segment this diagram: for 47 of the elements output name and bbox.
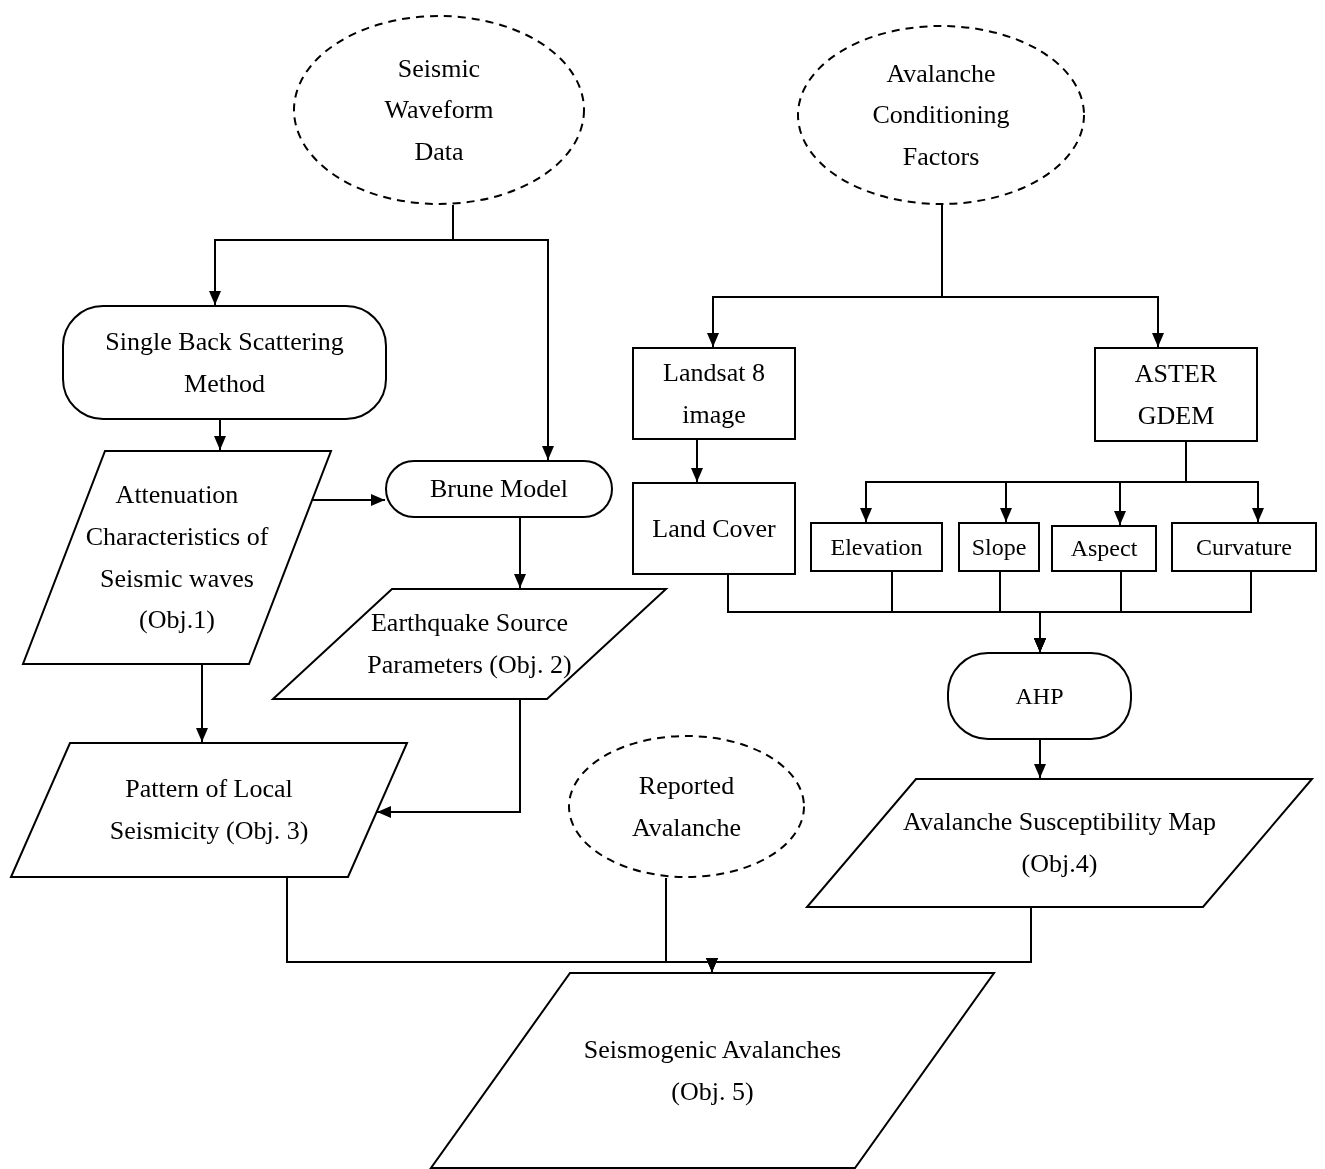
node-label: Slope [971,532,1027,562]
node-label: Curvature [1196,532,1292,562]
process-box [1051,525,1157,572]
process-box [958,522,1040,572]
arrow [376,699,521,818]
process-box [1094,347,1258,442]
data-ellipse [797,25,1085,205]
process-box [632,482,796,575]
node-label: ASTER GDEM [1133,357,1219,432]
arrow [1034,571,1252,653]
node-label: Elevation [830,532,923,562]
arrow [214,419,226,451]
node-label: Pattern of Local Seismicity (Obj. 3) [108,773,310,847]
output-parallelogram [22,450,332,665]
node-label: AHP [1015,681,1064,711]
node-label: Brune Model [430,473,568,506]
output-parallelogram [806,778,1313,908]
output-parallelogram [10,742,408,878]
node-label: Landsat 8 image [662,356,766,431]
node-label: Seismic Waveform Data [383,52,495,168]
arrow [1034,739,1046,779]
data-ellipse [568,735,805,878]
arrow [691,439,703,483]
node-label: Earthquake Source Parameters (Obj. 2) [366,607,573,681]
node-label: Aspect [1070,534,1138,563]
node-label: Avalanche Conditioning Factors [871,57,1011,173]
data-ellipse [293,15,585,205]
node-label: Single Back Scattering Method [104,325,345,400]
arrow [196,664,208,743]
process-box [1171,522,1317,572]
process-box [810,522,943,572]
node-label: Reported Avalanche [630,769,743,844]
node-label: Seismogenic Avalanches (Obj. 5) [582,1033,843,1108]
output-parallelogram [430,972,995,1169]
output-parallelogram [272,588,667,700]
process-terminal [385,460,613,518]
arrow [514,517,526,589]
arrow [452,204,554,461]
arrow [706,907,1032,973]
arrow [311,494,386,506]
arrow [1185,441,1264,523]
arrow [941,204,1164,348]
node-label: Attenuation Characteristics of Seismic waves (Obj.1) [84,479,270,637]
process-terminal [62,305,387,420]
node-label: Land Cover [652,512,776,545]
process-box [632,347,796,440]
node-label: Avalanche Susceptibility Map (Obj.4) [902,806,1217,880]
